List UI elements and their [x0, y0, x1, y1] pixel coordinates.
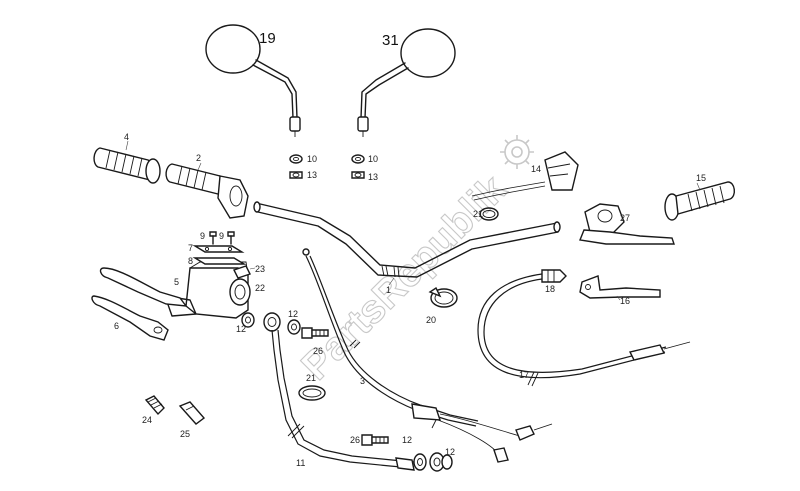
label-nut-right-10: 10: [368, 154, 378, 164]
label-part-25: 25: [180, 429, 190, 439]
lever-bracket-27: [579, 203, 675, 245]
label-part-24: 24: [142, 415, 152, 425]
label-handlebar: 1: [386, 285, 391, 295]
cable-end-18: [541, 269, 567, 283]
label-nut-right-13: 13: [368, 172, 378, 182]
screw-9a: [209, 231, 217, 245]
brake-hose-11: [271, 329, 415, 471]
nut-right-10: [351, 154, 365, 164]
label-master-cylinder: 5: [174, 277, 179, 287]
label-washer-12-b: 12: [288, 309, 298, 319]
label-clutch-cable: 17: [519, 370, 529, 380]
label-washer-12-c: 12: [402, 435, 412, 445]
label-mirror-left: 19: [259, 30, 276, 47]
nut-right-13: [351, 171, 365, 179]
label-grip-right: 15: [696, 173, 706, 183]
watermark-text: PartsRepublik: [293, 167, 515, 389]
label-bolt-26-a: 26: [313, 346, 323, 356]
label-mirror-right: 31: [382, 32, 399, 49]
handlebar: [253, 201, 561, 278]
washer-12-c: [413, 453, 427, 471]
throttle-cable-3: [302, 248, 553, 463]
label-clutch-lever: 16: [620, 296, 630, 306]
label-screw-9b: 9: [219, 231, 224, 241]
watermark: PartsRepublik: [293, 135, 534, 389]
label-cap-7: 7: [188, 243, 193, 253]
label-clamp-20: 20: [426, 315, 436, 325]
label-washer-12-d: 12: [445, 447, 455, 457]
gasket-8: [192, 257, 247, 265]
label-gasket-8: 8: [188, 256, 193, 266]
label-clamp-21-top: 21: [473, 209, 483, 219]
bolt-26-b: [361, 434, 389, 446]
cap-7: [192, 245, 245, 253]
nut-left-10: [289, 154, 303, 164]
label-brake-lever: 6: [114, 321, 119, 331]
clamp-20: [428, 286, 458, 308]
label-brake-hose: 11: [296, 458, 305, 468]
throttle-grip: [165, 163, 249, 219]
label-bolt-26-b: 26: [350, 435, 360, 445]
label-lever-bracket-27: 27: [620, 213, 630, 223]
label-part-23: 23: [255, 264, 265, 274]
label-nut-left-10: 10: [307, 154, 317, 164]
label-grip-left: 4: [124, 132, 129, 142]
master-cylinder: [164, 261, 251, 319]
grip-right: [664, 181, 735, 221]
label-nut-left-13: 13: [307, 170, 317, 180]
label-screw-9a: 9: [200, 231, 205, 241]
nut-left-13: [289, 171, 303, 179]
washer-12-a: [241, 312, 255, 328]
label-part-22: 22: [255, 283, 265, 293]
label-washer-12-a: 12: [236, 324, 246, 334]
screw-9b: [227, 231, 235, 245]
part-24: [144, 395, 165, 416]
brake-lever-upper: [99, 267, 188, 307]
washer-12-b: [287, 319, 301, 335]
gear-icon: [500, 135, 534, 169]
clamp-21-top: [479, 207, 499, 221]
bolt-26-a: [301, 327, 329, 339]
banjo-fitting: [429, 452, 445, 472]
clutch-cable-17: [477, 273, 691, 387]
label-cable-end-18: 18: [545, 284, 555, 294]
grip-left: [93, 147, 161, 184]
part-23: [233, 265, 251, 279]
mirror-left: [205, 24, 301, 137]
clamp-21-bottom: [298, 385, 326, 401]
mirror-right: [357, 28, 456, 137]
label-switch-right: 14: [531, 164, 541, 174]
label-throttle-grip: 2: [196, 153, 201, 163]
part-25: [178, 401, 206, 425]
brake-lever: [91, 295, 169, 341]
switch-right: [471, 151, 579, 201]
banjo-bolt: [263, 312, 281, 332]
label-throttle-cable: 3: [360, 376, 365, 386]
washer-12-d: [441, 454, 453, 470]
label-clamp-21-bottom: 21: [306, 373, 316, 383]
clutch-lever: [579, 275, 661, 299]
